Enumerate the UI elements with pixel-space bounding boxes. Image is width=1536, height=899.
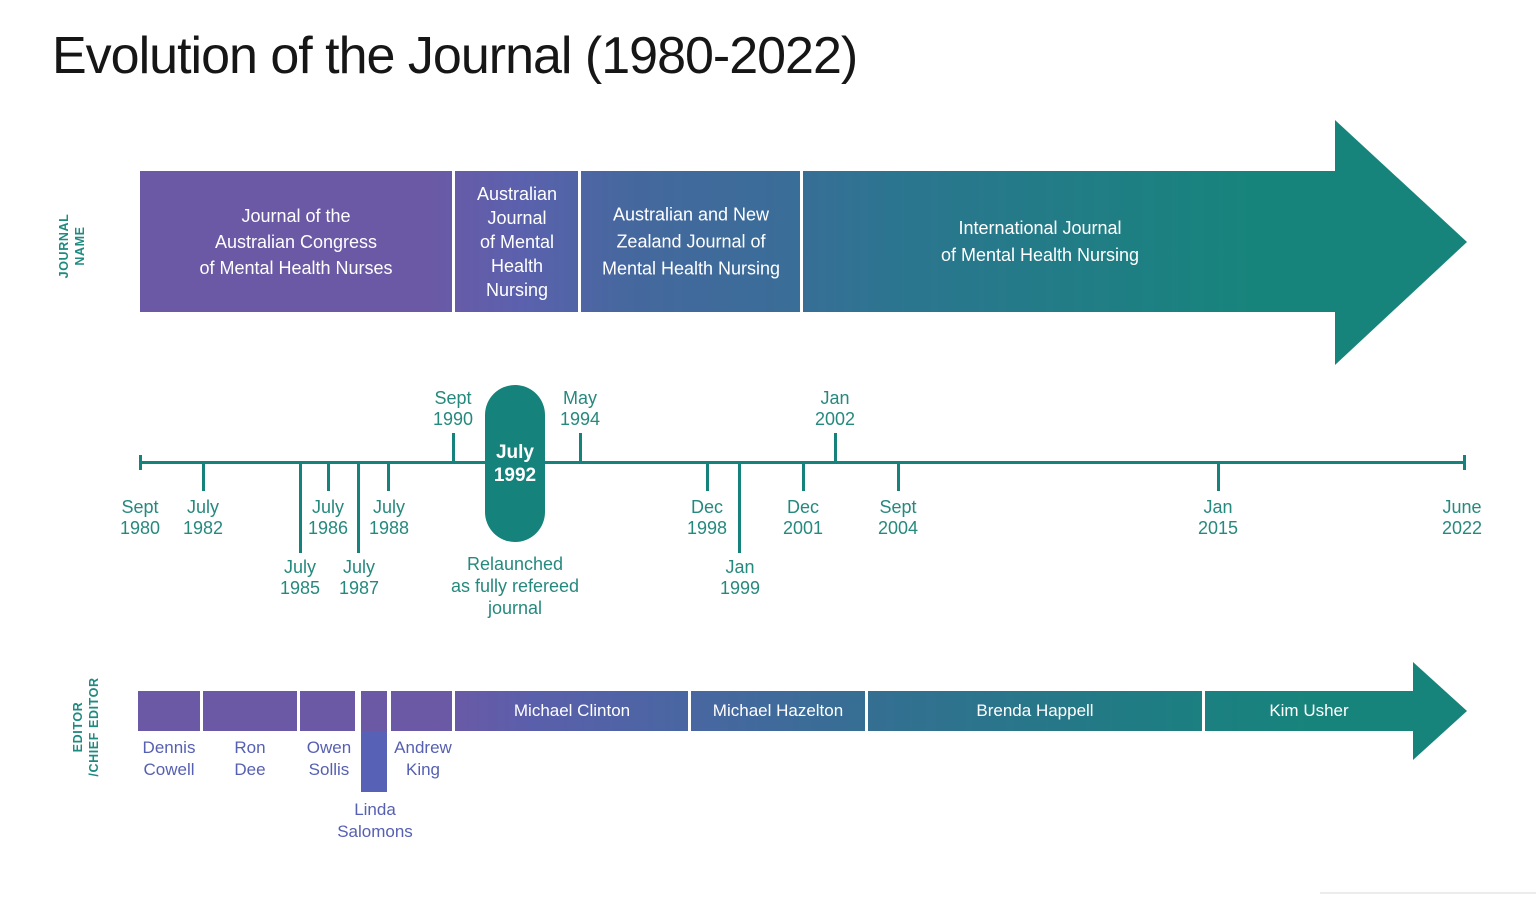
- editor-bar-divider: [688, 691, 691, 731]
- editor-ron-dee: Ron Dee: [234, 738, 266, 779]
- editor-linda-salomons: Linda Salomons: [337, 800, 413, 841]
- journal-segment-anzjmhn: Australian and New Zealand Journal of Me…: [601, 204, 781, 278]
- date-label-may-1994: May 1994: [559, 388, 601, 429]
- timeline-start-cap: [139, 455, 142, 470]
- tick-jan-2015: [1217, 463, 1220, 491]
- editor-michael-clinton: Michael Clinton: [513, 701, 631, 720]
- editor-bar-divider: [297, 691, 300, 731]
- date-label-july-1988: July 1988: [368, 497, 410, 538]
- page-title: Evolution of the Journal (1980-2022): [52, 27, 858, 85]
- date-label-july-1987: July 1987: [338, 557, 380, 598]
- editor-linda-salomons-marker: [361, 731, 387, 792]
- milestone-note: Relaunched as fully refereed journal: [450, 554, 580, 618]
- journal-bar-arrow-icon: [1335, 120, 1467, 365]
- editor-bar: Michael Clinton Michael Hazelton Brenda …: [138, 691, 1413, 731]
- journal-bar-divider: [800, 171, 803, 312]
- tick-july-1987: [357, 463, 360, 553]
- date-label-jan-1999: Jan 1999: [719, 557, 761, 598]
- tick-jan-1999: [738, 463, 741, 553]
- tick-july-1982: [202, 463, 205, 491]
- editor-bar-divider: [387, 691, 391, 731]
- tick-sept-2004: [897, 463, 900, 491]
- tick-dec-2001: [802, 463, 805, 491]
- milestone-july-1992-pill: July 1992: [485, 385, 545, 542]
- date-label-dec-1998: Dec 1998: [686, 497, 728, 538]
- editor-dennis-cowell: Dennis Cowell: [142, 738, 196, 779]
- editor-andrew-king: Andrew King: [394, 738, 452, 779]
- date-label-july-1982: July 1982: [182, 497, 224, 538]
- editor-michael-hazelton: Michael Hazelton: [712, 701, 844, 720]
- editor-axis-label: EDITOR /CHIEF EDITOR: [71, 677, 101, 777]
- date-label-jan-2002: Jan 2002: [814, 388, 856, 429]
- milestone-july-1992-label: July 1992: [493, 441, 537, 486]
- tick-dec-1998: [706, 463, 709, 491]
- editor-brenda-happell: Brenda Happell: [976, 701, 1094, 720]
- journal-name-axis-label: JOURNAL NAME: [57, 213, 87, 279]
- date-label-jan-2015: Jan 2015: [1197, 497, 1239, 538]
- journal-bar-divider: [452, 171, 455, 312]
- editor-bar-divider: [865, 691, 868, 731]
- date-label-july-1986: July 1986: [307, 497, 349, 538]
- journal-name-bar: Journal of the Australian Congress of Me…: [140, 171, 1335, 312]
- journal-segment-ajmhn: Australian Journal of Mental Health Nurs…: [476, 183, 558, 300]
- tick-july-1985: [299, 463, 302, 553]
- editor-bar-divider: [200, 691, 203, 731]
- date-label-sept-2004: Sept 2004: [877, 497, 919, 538]
- editor-kim-usher: Kim Usher: [1269, 701, 1349, 720]
- journal-bar-divider: [578, 171, 581, 312]
- date-label-sept-1990: Sept 1990: [432, 388, 474, 429]
- timeline-axis: [140, 461, 1465, 464]
- editor-bar-divider: [452, 691, 455, 731]
- tick-jan-2002: [834, 433, 837, 462]
- tick-july-1986: [327, 463, 330, 491]
- editor-bar-arrow-icon: [1413, 662, 1467, 760]
- editor-owen-sollis: Owen Sollis: [306, 738, 352, 779]
- tick-july-1988: [387, 463, 390, 491]
- date-label-dec-2001: Dec 2001: [782, 497, 824, 538]
- date-label-july-1985: July 1985: [279, 557, 321, 598]
- editor-bar-divider: [355, 691, 361, 731]
- date-label-sept-1980: Sept 1980: [119, 497, 161, 538]
- journal-segment-jacmhn: Journal of the Australian Congress of Me…: [199, 205, 393, 278]
- timeline-end-cap: [1463, 455, 1466, 470]
- journal-segment-ijmhn: International Journal of Mental Health N…: [940, 217, 1140, 265]
- tick-sept-1990: [452, 433, 455, 462]
- editor-bar-divider: [1202, 691, 1205, 731]
- tick-may-1994: [579, 433, 582, 462]
- date-label-june-2022: June 2022: [1441, 497, 1483, 538]
- window-edge-line: [1320, 892, 1536, 894]
